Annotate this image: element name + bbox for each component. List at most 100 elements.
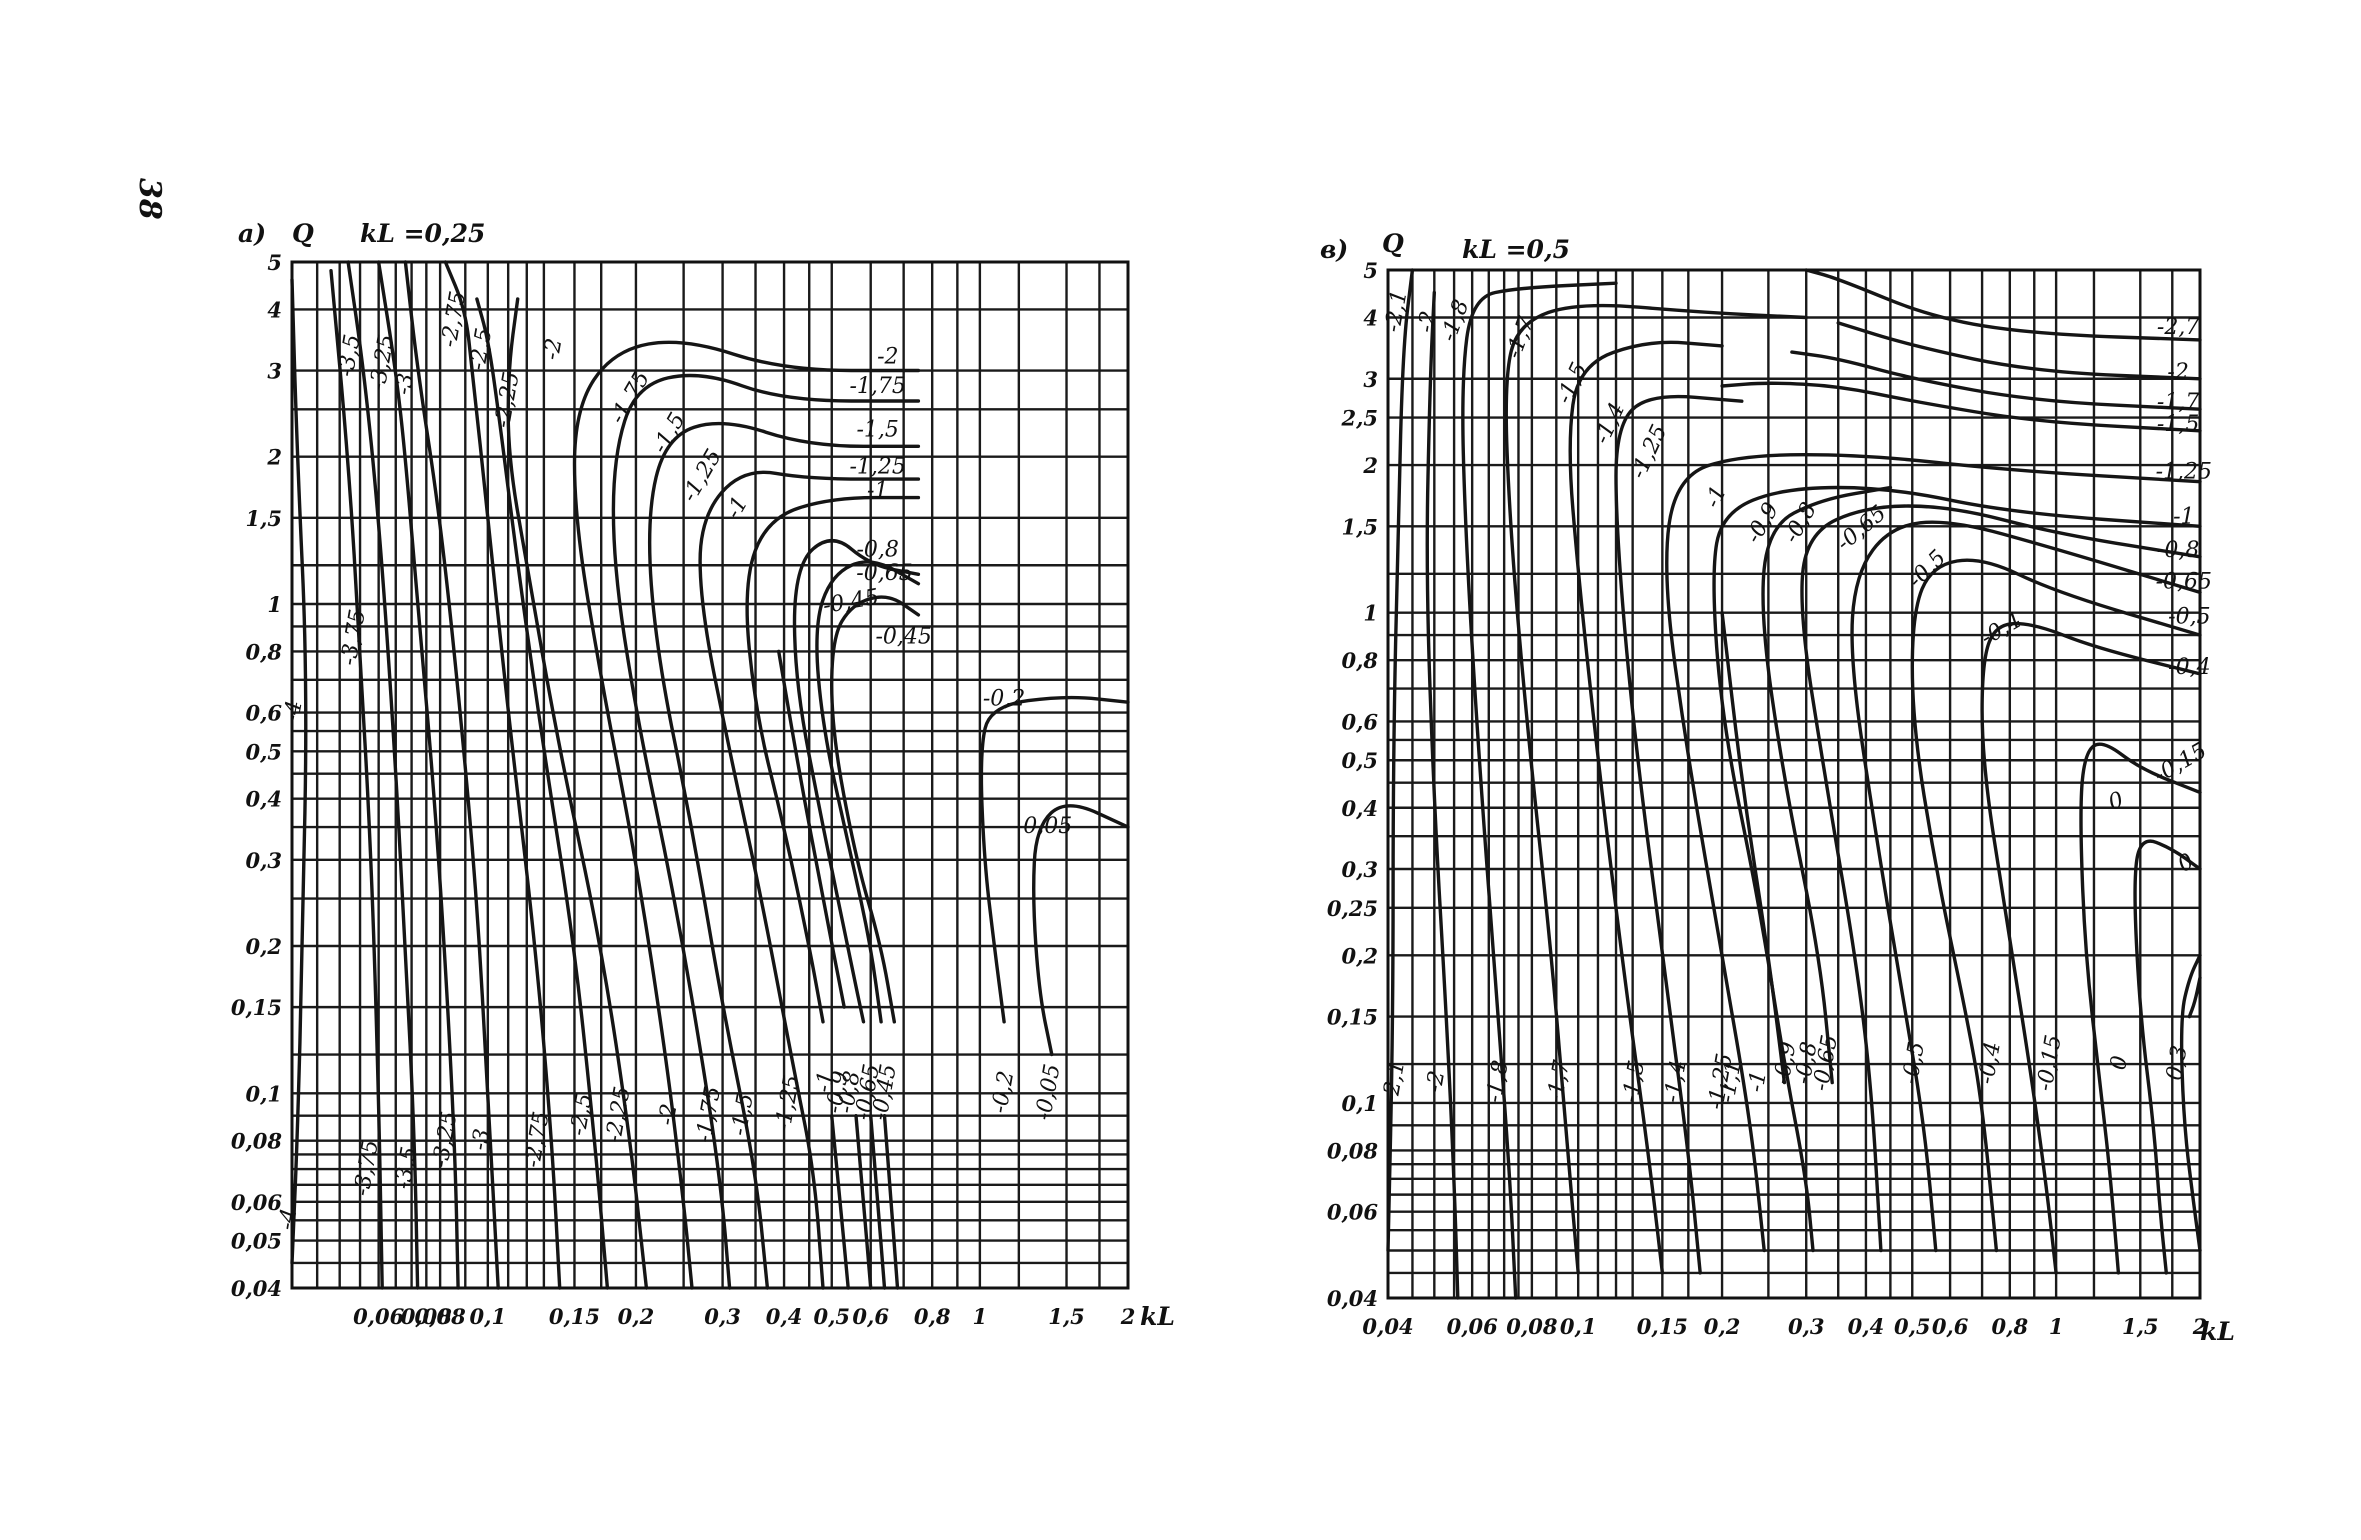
contour-line bbox=[815, 560, 921, 1024]
contour-line bbox=[290, 278, 308, 1265]
x-tick-label: 0,1 bbox=[470, 1304, 507, 1329]
x-tick-label: 0,15 bbox=[1637, 1314, 1688, 1339]
contour-level-label: -1,8 bbox=[1482, 1058, 1514, 1104]
contour-line bbox=[1790, 350, 2202, 411]
plot-frame-b bbox=[1386, 268, 2202, 1300]
contour-level-label: -0,65 bbox=[1832, 501, 1891, 556]
x-tick-label: 0,08 bbox=[1506, 1314, 1558, 1339]
y-axis-title-b: Q bbox=[1382, 229, 1404, 258]
contour-level-label: -1,75 bbox=[605, 367, 655, 428]
contour-line bbox=[376, 260, 460, 1290]
contour-line bbox=[647, 421, 921, 1290]
contour-level-label: -1,75 bbox=[850, 374, 906, 399]
contour-level-label: -0,2 bbox=[983, 687, 1025, 712]
y-tick-label: 0,04 bbox=[1327, 1286, 1378, 1311]
chart-panel-b: в) Q kL =0,5 kL -2,1-2,1-2-2-1,8-1,8-1,7… bbox=[1320, 229, 2235, 1346]
x-tick-label: 0,6 bbox=[1932, 1314, 1969, 1339]
y-tick-label: 0,15 bbox=[231, 995, 282, 1020]
contour-level-label: -4 bbox=[279, 699, 307, 724]
y-tick-label: 2 bbox=[266, 445, 282, 470]
contour-level-label: -1,25 bbox=[2156, 459, 2212, 484]
x-tick-label: 0,06 bbox=[353, 1304, 405, 1329]
y-tick-label: 2 bbox=[1362, 453, 1378, 478]
contour-line bbox=[2079, 742, 2202, 1275]
contour-line bbox=[1836, 321, 2202, 381]
x-tick-label: 0,04 bbox=[1362, 1314, 1413, 1339]
contour-line bbox=[1568, 340, 1724, 1275]
contour-line bbox=[443, 260, 562, 1290]
x-tick-label: 2 bbox=[1120, 1304, 1136, 1329]
contour-line bbox=[346, 260, 420, 1290]
contour-level-label: -1,4 bbox=[1660, 1058, 1692, 1104]
contour-line bbox=[830, 1114, 850, 1290]
contour-level-label: 0,3 bbox=[2162, 1044, 2193, 1083]
contour-level-label: -1,7 bbox=[1502, 313, 1540, 361]
y-tick-label: 0,08 bbox=[1327, 1138, 1379, 1163]
y-tick-label: 4 bbox=[1363, 306, 1378, 331]
y-tick-label: 0,2 bbox=[245, 934, 282, 959]
contour-level-label: -2 bbox=[539, 336, 567, 361]
contour-line bbox=[1665, 453, 2202, 1253]
contour-level-label: -1,25 bbox=[771, 1073, 805, 1133]
y-tick-label: 0,25 bbox=[1327, 896, 1378, 921]
contour-level-label: -1 bbox=[2173, 505, 2194, 530]
x-tick-label: 0,3 bbox=[1788, 1314, 1825, 1339]
contour-level-label: -2 bbox=[877, 345, 898, 370]
y-tick-label: 0,6 bbox=[245, 701, 282, 726]
y-tick-label: 0,04 bbox=[231, 1276, 282, 1301]
contour-level-label: -1,25 bbox=[850, 454, 906, 479]
x-tick-label: 0,5 bbox=[1894, 1314, 1931, 1339]
contour-line bbox=[2179, 953, 2202, 1253]
y-tick-label: 0,8 bbox=[1341, 648, 1378, 673]
x-tick-label: 0,3 bbox=[704, 1304, 741, 1329]
y-tick-label: 0,4 bbox=[245, 787, 282, 812]
contour-level-label: -0,2 bbox=[987, 1069, 1019, 1115]
contour-level-label: -0,5 bbox=[2168, 605, 2210, 630]
contour-line bbox=[1910, 558, 2202, 1253]
y-tick-label: 0,15 bbox=[1327, 1005, 1378, 1030]
contour-line bbox=[1800, 504, 2202, 1253]
contour-level-label: -0,8 bbox=[2157, 538, 2199, 563]
contour-level-label: -1,5 bbox=[1552, 359, 1593, 408]
y-tick-label: 3 bbox=[1363, 367, 1378, 392]
x-tick-label: 0,1 bbox=[1560, 1314, 1597, 1339]
contour-level-label: -1,7 bbox=[2157, 390, 2199, 415]
contour-line bbox=[1761, 485, 1893, 1085]
contour-level-label: -0,05 bbox=[1031, 1062, 1065, 1122]
contour-level-label: -0,15 bbox=[2150, 738, 2211, 788]
contour-level-label: -1,5 bbox=[727, 1091, 759, 1137]
y-tick-label: 0,6 bbox=[1341, 709, 1378, 734]
contour-level-label: -1 bbox=[1700, 482, 1732, 512]
x-tick-label: 0,15 bbox=[549, 1304, 600, 1329]
contour-level-label: -0,05 bbox=[1016, 814, 1072, 839]
contour-level-label: -2 bbox=[1422, 1069, 1450, 1094]
x-tick-label: 1 bbox=[2049, 1314, 2064, 1339]
contour-level-label: -1,5 bbox=[1618, 1058, 1650, 1104]
contour-level-label: -0,15 bbox=[2032, 1033, 2066, 1093]
contour-line bbox=[572, 340, 921, 1290]
contour-line bbox=[1032, 804, 1130, 1057]
x-axis-title-b: kL bbox=[2200, 1317, 2235, 1346]
contour-line bbox=[830, 595, 921, 1024]
contour-line bbox=[1720, 381, 2202, 433]
contour-level-label: -0,5 bbox=[1904, 545, 1952, 593]
contour-level-label: -2,1 bbox=[1378, 1058, 1410, 1104]
contour-level-label: -1 bbox=[811, 1069, 839, 1094]
x-tick-label: 2 bbox=[2192, 1314, 2208, 1339]
page-number: 38 bbox=[132, 178, 167, 220]
contour-line bbox=[1386, 268, 1415, 1253]
x-tick-label: 1,5 bbox=[1048, 1304, 1085, 1329]
contour-level-label: -0,45 bbox=[875, 625, 931, 650]
contour-line bbox=[1850, 520, 2202, 1253]
contour-level-label: -0,45 bbox=[821, 585, 881, 619]
contour-level-label: -1,5 bbox=[857, 417, 899, 442]
contour-level-label: -3 bbox=[391, 371, 419, 396]
y-tick-label: 0,2 bbox=[1341, 943, 1378, 968]
y-tick-label: 0,05 bbox=[231, 1229, 282, 1254]
y-tick-label: 0,3 bbox=[1341, 857, 1378, 882]
contour-level-label: -2,1 bbox=[1381, 288, 1413, 334]
panel-label-a: а) bbox=[238, 219, 266, 248]
